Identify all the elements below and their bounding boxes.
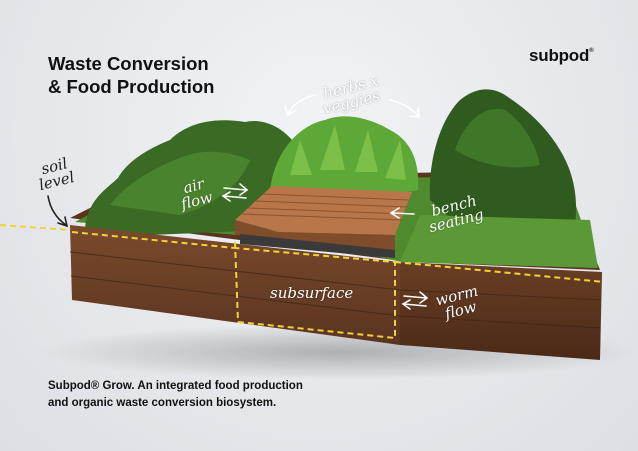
arrow-herbs-right-head [409,107,420,118]
page-title: Waste Conversion & Food Production [48,52,214,98]
title-line-1: Waste Conversion [48,53,209,74]
label-air-flow: air flow [176,175,214,214]
planter-right-wall [400,262,602,360]
soil-line-front [71,231,236,249]
herb-cluster [270,116,419,200]
label-subsurface: subsurface [270,284,354,302]
subsurface-box [234,241,396,340]
caption: Subpod® Grow. An integrated food product… [48,378,303,412]
arrow-bench [389,207,415,219]
shrub-left-highlight [110,151,250,215]
annotation-arrows [221,94,429,310]
brand-name: subpod [529,46,590,65]
caption-line-1: Subpod® Grow. An integrated food product… [48,380,303,392]
arrow-herbs-right [389,99,419,117]
arrow-soil-level [47,195,69,228]
grass-right [400,215,598,268]
bench-slats [241,193,410,221]
soil-level-line [0,224,605,340]
caption-line-2: and organic waste conversion biosystem. [48,397,277,409]
bench-base [240,234,395,258]
title-line-2: & Food Production [48,76,215,97]
planter-board-lines [69,251,602,329]
arrow-air-flow [221,183,249,202]
herb-leaves [290,125,406,180]
brand-registered-mark: ® [589,48,594,54]
arrow-herbs-left [287,94,316,115]
soil-line-left-back [0,224,71,231]
tall-shrub-right-highlight [455,109,540,168]
arrow-herbs-left-head [284,105,297,117]
bench-seat [235,186,412,258]
arrow-worm-flow [401,291,429,310]
soil-line-middle [394,261,605,283]
brand-logo: subpod® [529,46,594,66]
